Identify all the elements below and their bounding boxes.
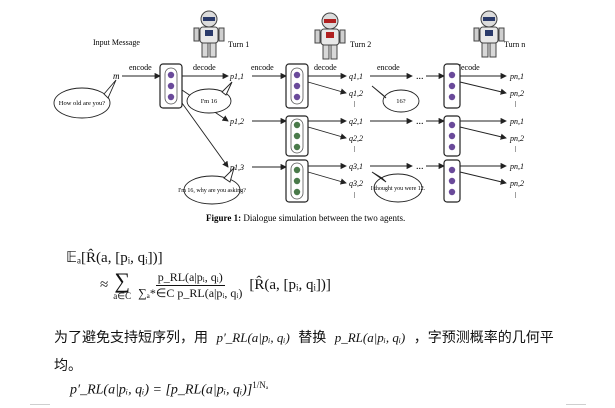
pn-label: pn,2 bbox=[509, 179, 524, 188]
m-label: m bbox=[113, 71, 120, 81]
inline-math: p′_RL(a|pᵢ, qᵢ) bbox=[216, 330, 290, 345]
encode-label: encode bbox=[129, 63, 152, 72]
ellipsis: ... bbox=[416, 161, 424, 172]
figure-dialogue-simulation: Input Message Turn 1 Turn 2 Turn n encod… bbox=[53, 10, 525, 223]
summation: ∑ a∈C bbox=[113, 270, 131, 301]
pn-label: pn,1 bbox=[509, 117, 524, 126]
turn-label: Turn n bbox=[504, 40, 525, 49]
robot-icon bbox=[193, 10, 225, 58]
ellipsis: ... bbox=[352, 146, 361, 152]
ellipsis: ... bbox=[416, 116, 424, 127]
q-label: q1,2 bbox=[349, 89, 363, 98]
caption-label: Figure 1: bbox=[206, 213, 241, 223]
decode-label: decode bbox=[457, 63, 480, 72]
paragraph-text: ，字预测概率的几何平 bbox=[413, 330, 554, 346]
encoder-block bbox=[443, 115, 461, 157]
q-label: q2,1 bbox=[349, 117, 363, 126]
p-label: p1,2 bbox=[229, 117, 244, 126]
speech-bubble: I'm 16, why are you asking? bbox=[178, 166, 246, 205]
pn-label: pn,1 bbox=[509, 72, 524, 81]
fraction: p_RL(a|pᵢ, qᵢ) ∑ₐ*∈C p_RL(a|pᵢ, qᵢ) bbox=[136, 270, 244, 301]
speech-bubble: 16? bbox=[371, 85, 420, 113]
encoder-block bbox=[159, 63, 183, 109]
sum-subscript: a∈C bbox=[113, 291, 132, 301]
q-label: q2,2 bbox=[349, 134, 363, 143]
p-label: p1,1 bbox=[229, 72, 244, 81]
encoder-block bbox=[285, 115, 309, 157]
ellipsis: ... bbox=[513, 192, 522, 198]
bubble-text: I'm 16, why are you asking? bbox=[178, 188, 246, 194]
ellipsis: ... bbox=[352, 192, 361, 198]
equation-approximation: ≈ ∑ a∈C p_RL(a|pᵢ, qᵢ) ∑ₐ*∈C p_RL(a|pᵢ, … bbox=[100, 270, 331, 301]
equation-line: 𝔼ₐ[R̂(a, [pᵢ, qᵢ])] bbox=[66, 250, 163, 266]
equation-lhs: p′_RL(a|pᵢ, qᵢ) = [p_RL(a|pᵢ, qᵢ)] bbox=[70, 382, 253, 398]
equation-tail: [R̂(a, [pᵢ, qᵢ])] bbox=[249, 277, 331, 293]
pn-label: pn,2 bbox=[509, 89, 524, 98]
bubble-text: 16? bbox=[396, 98, 406, 105]
page-divider bbox=[566, 404, 586, 405]
decode-label: decode bbox=[193, 63, 216, 72]
ellipsis: ... bbox=[416, 71, 424, 82]
page-divider bbox=[30, 404, 50, 405]
robot-icon bbox=[314, 12, 346, 60]
figure-svg: Input Message Turn 1 Turn 2 Turn n encod… bbox=[53, 10, 525, 223]
input-message-label: Input Message bbox=[93, 38, 140, 47]
equation-geometric-mean: p′_RL(a|pᵢ, qᵢ) = [p_RL(a|pᵢ, qᵢ)]1/Nₐ bbox=[70, 380, 268, 399]
sum-symbol: ∑ bbox=[114, 268, 130, 293]
inline-math: p_RL(a|pᵢ, qᵢ) bbox=[334, 330, 406, 345]
speech-bubble: How old are you? bbox=[53, 79, 117, 119]
pn-label: pn,2 bbox=[509, 134, 524, 143]
q-label: q1,1 bbox=[349, 72, 363, 81]
paragraph-text: 替换 bbox=[298, 330, 327, 346]
fraction-denominator: ∑ₐ*∈C p_RL(a|pᵢ, qᵢ) bbox=[138, 286, 243, 300]
bubble-text: I thought you were 12. bbox=[371, 186, 426, 192]
ellipsis: ... bbox=[513, 146, 522, 152]
paragraph-text: 均。 bbox=[54, 358, 82, 374]
ellipsis: ... bbox=[352, 101, 361, 107]
encode-label: encode bbox=[377, 63, 400, 72]
turn-label: Turn 2 bbox=[350, 40, 371, 49]
fraction-numerator: p_RL(a|pᵢ, qᵢ) bbox=[155, 270, 225, 286]
caption-text: Dialogue simulation between the two agen… bbox=[241, 213, 405, 223]
bubble-text: I'm 16 bbox=[201, 98, 218, 105]
encoder-block bbox=[285, 159, 309, 203]
encoder-block bbox=[285, 63, 309, 109]
bubble-text: How old are you? bbox=[59, 100, 106, 107]
speech-bubble: I'm 16 bbox=[186, 81, 233, 114]
robot-icon bbox=[473, 10, 505, 58]
paragraph: 为了避免支持短序列，用 p′_RL(a|pᵢ, qᵢ) 替换 p_RL(a|pᵢ… bbox=[54, 324, 594, 380]
approx-sign: ≈ bbox=[100, 277, 109, 293]
encoder-block bbox=[443, 63, 461, 109]
pn-label: pn,1 bbox=[509, 162, 524, 171]
p-label: p1,3 bbox=[229, 163, 244, 172]
turn-label: Turn 1 bbox=[228, 40, 249, 49]
figure-caption: Figure 1: Dialogue simulation between th… bbox=[206, 213, 405, 223]
q-label: q3,1 bbox=[349, 162, 363, 171]
q-label: q3,2 bbox=[349, 179, 363, 188]
encoder-block bbox=[443, 159, 461, 203]
decode-label: decode bbox=[314, 63, 337, 72]
equation-expectation: 𝔼ₐ[R̂(a, [pᵢ, qᵢ])] bbox=[66, 248, 163, 267]
equation-exponent: 1/Nₐ bbox=[252, 380, 269, 390]
paragraph-text: 为了避免支持短序列，用 bbox=[54, 330, 208, 346]
speech-bubble: I thought you were 12. bbox=[371, 171, 426, 203]
ellipsis: ... bbox=[513, 101, 522, 107]
encode-label: encode bbox=[251, 63, 274, 72]
